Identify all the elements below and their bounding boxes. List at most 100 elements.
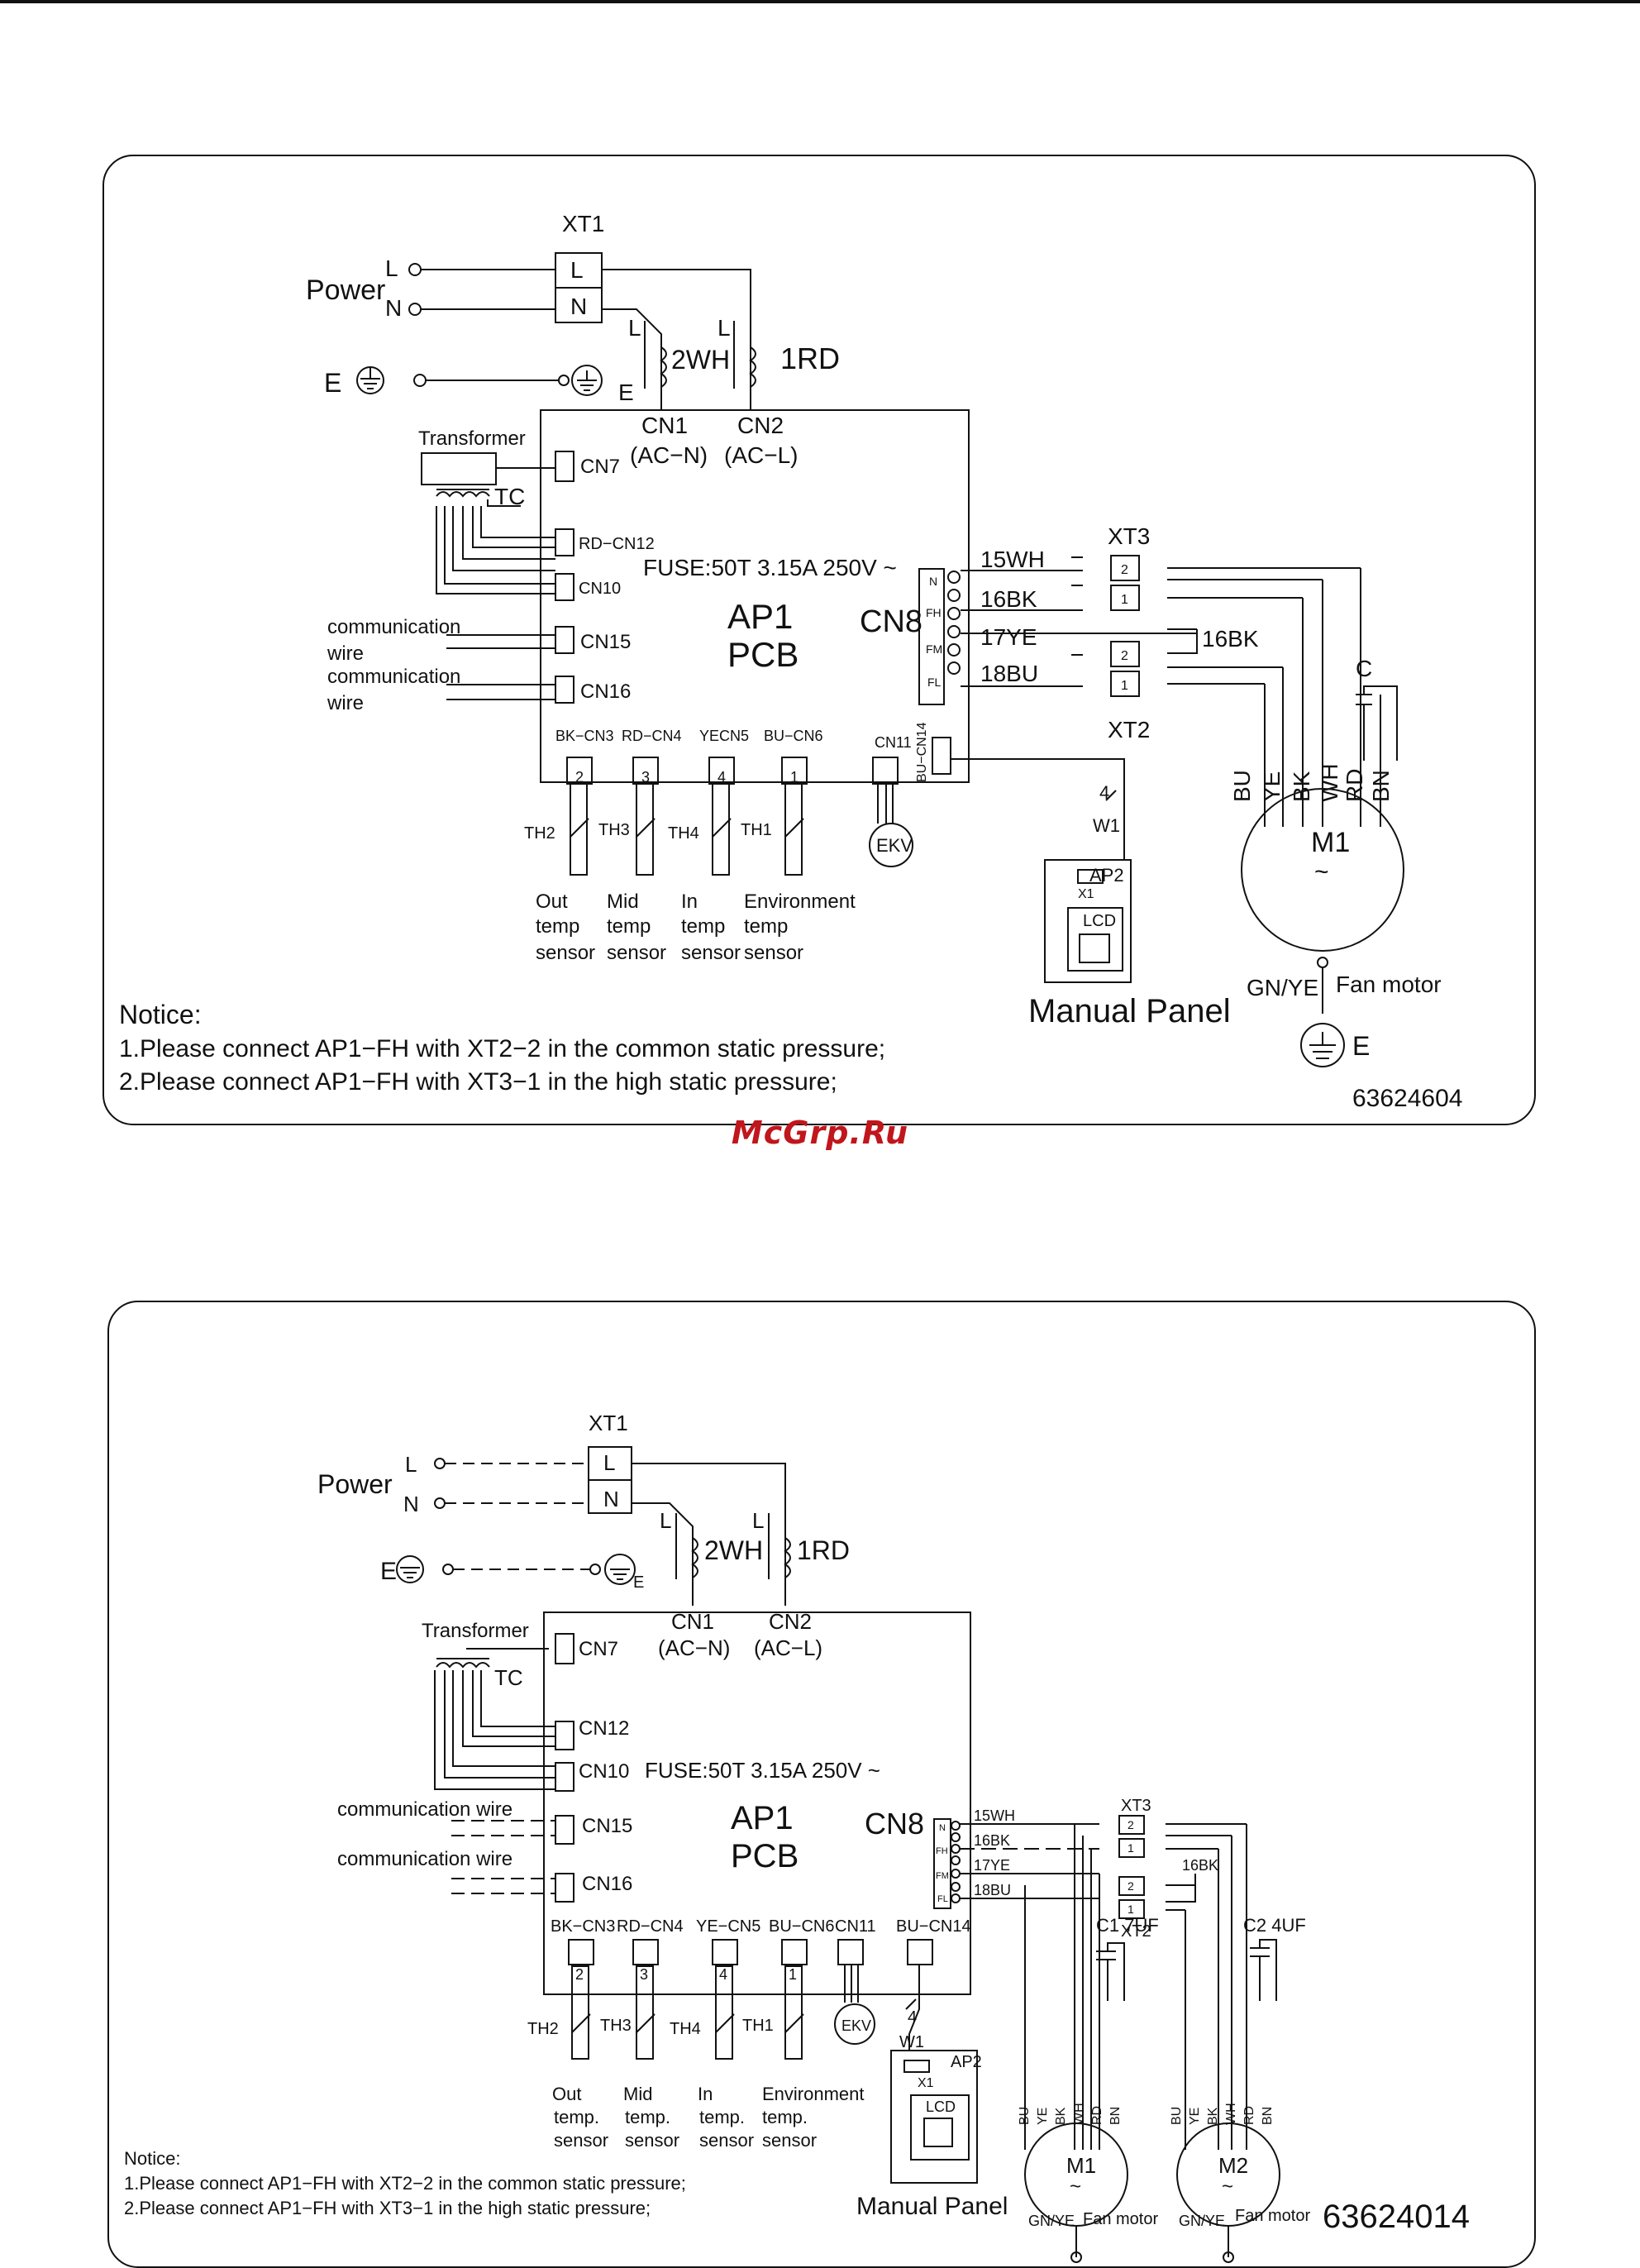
d2-notice: Notice: <box>124 2148 180 2169</box>
d2-in-2: temp. <box>699 2107 745 2127</box>
d1-pin-n: N <box>929 575 937 588</box>
d2-cn5: YE−CN5 <box>696 1917 760 1936</box>
d1-motor-bn: BN <box>1368 770 1394 802</box>
diagram-1-pcb-box <box>540 409 970 783</box>
d1-l-label: L <box>385 255 398 281</box>
d2-cn3: BK−CN3 <box>551 1917 615 1936</box>
d2-cn14: BU−CN14 <box>896 1917 971 1936</box>
d1-mid-3: sensor <box>607 942 666 964</box>
d1-pin1: 1 <box>790 769 799 785</box>
d2-cn2-sub: (AC−L) <box>754 1635 822 1660</box>
d1-gnye: GN/YE <box>1247 975 1318 1000</box>
d1-cn8: CN8 <box>860 604 922 639</box>
d1-cap-c: C <box>1356 656 1372 681</box>
d2-l-label: L <box>405 1452 417 1477</box>
d2-pin-fm: FM <box>936 1871 949 1881</box>
d1-cn4: RD−CN4 <box>622 728 682 744</box>
d2-m1-gnye: GN/YE <box>1028 2213 1075 2229</box>
d2-lcd: LCD <box>926 2098 956 2115</box>
d2-pin-n: N <box>939 1823 946 1833</box>
d1-cn11: CN11 <box>875 734 912 751</box>
d1-out-3: sensor <box>536 942 595 964</box>
d2-m1-ye: YE <box>1036 2108 1050 2125</box>
d1-env-3: sensor <box>744 942 803 964</box>
d2-code: 63624014 <box>1323 2199 1470 2235</box>
d2-cn15: CN15 <box>582 1815 632 1837</box>
d2-m2: M2 <box>1218 2153 1248 2178</box>
d2-ap2: AP2 <box>951 2053 982 2071</box>
d2-pin-fl: FL <box>937 1894 948 1904</box>
d2-out-1: Out <box>552 2084 581 2104</box>
d2-mid-2: temp. <box>625 2107 670 2127</box>
d1-motor-bu: BU <box>1229 770 1255 802</box>
d1-manual-panel: Manual Panel <box>1028 993 1231 1029</box>
d2-power-label: Power <box>317 1469 393 1499</box>
d1-transformer: Transformer <box>418 427 526 450</box>
d2-w15: 15WH <box>974 1807 1015 1824</box>
d1-xt1-label: XT1 <box>562 211 604 236</box>
d1-out-2: temp <box>536 915 579 938</box>
d2-pin2: 2 <box>575 1966 584 1983</box>
d2-wire-1rd: 1RD <box>797 1535 850 1565</box>
d2-xt1-n: N <box>603 1487 619 1511</box>
d2-x1: X1 <box>918 2076 934 2090</box>
d2-fuse: FUSE:50T 3.15A 250V ~ <box>645 1758 880 1783</box>
d1-comm2b: wire <box>327 692 364 714</box>
d1-w17: 17YE <box>980 624 1037 650</box>
d1-earth-label: E <box>324 368 341 398</box>
d2-transformer: Transformer <box>422 1620 529 1642</box>
d1-motor-e: E <box>1352 1031 1370 1061</box>
d1-ekv: EKV <box>876 835 913 856</box>
d2-mid-3: sensor <box>625 2130 679 2151</box>
d1-env-1: Environment <box>744 890 856 913</box>
d2-earth-label: E <box>380 1558 397 1585</box>
d1-w15: 15WH <box>980 547 1045 572</box>
d1-cn1-sub: (AC−N) <box>630 442 708 468</box>
d2-cn10: CN10 <box>579 1760 629 1783</box>
d2-th2: TH2 <box>527 2020 559 2038</box>
watermark: McGrp.Ru <box>731 1115 909 1151</box>
d1-xt3-2: 2 <box>1121 563 1128 577</box>
diagram-2-pcb-box <box>543 1611 971 1995</box>
wiring-diagram-1: XT1 Power L N L N L L 2WH 1RD E E CN1 (A… <box>102 155 1536 1125</box>
d1-mid-1: Mid <box>607 890 639 913</box>
d1-n-label: N <box>385 295 402 321</box>
d2-n-label: N <box>403 1492 419 1516</box>
d2-m2-bk: BK <box>1206 2107 1220 2125</box>
d1-fan-motor: Fan motor <box>1336 972 1442 997</box>
d2-m2-gnye: GN/YE <box>1179 2213 1225 2229</box>
d1-w1: W1 <box>1093 815 1120 836</box>
d1-xt2: XT2 <box>1108 717 1150 742</box>
d1-out-1: Out <box>536 890 568 913</box>
d1-motor-rd: RD <box>1342 769 1367 802</box>
d1-wire-l-a: L <box>628 315 641 341</box>
d2-manual-panel: Manual Panel <box>856 2193 1008 2220</box>
d2-cn8: CN8 <box>865 1807 924 1841</box>
d2-ap1: AP1 <box>731 1800 794 1836</box>
d2-m1-rd: RD <box>1090 2106 1104 2125</box>
d2-m1-wh: WH <box>1072 2103 1086 2125</box>
top-border-line <box>0 0 1640 3</box>
wiring-diagram-2: XT1 Power L N L N L L 2WH 1RD E E CN1 (A… <box>107 1301 1536 2268</box>
d1-w18: 18BU <box>980 661 1038 686</box>
d2-m1-bn: BN <box>1108 2107 1123 2125</box>
d1-pin-fm: FM <box>926 642 942 656</box>
d1-cn15: CN15 <box>580 631 631 653</box>
d2-ekv: EKV <box>841 2017 871 2034</box>
d2-pcb: PCB <box>731 1838 799 1874</box>
d1-in-3: sensor <box>681 942 741 964</box>
d1-xt1-n: N <box>570 294 587 319</box>
d2-cn6: BU−CN6 <box>769 1917 834 1936</box>
d2-note2: 2.Please connect AP1−FH with XT3−1 in th… <box>124 2198 651 2218</box>
d1-lcd: LCD <box>1083 912 1116 930</box>
d1-cn12: RD−CN12 <box>579 535 655 553</box>
d2-th1: TH1 <box>742 2017 774 2035</box>
d2-cn2: CN2 <box>769 1609 812 1634</box>
d2-m2-fan: Fan motor <box>1235 2207 1310 2225</box>
d2-m2-wh: WH <box>1224 2103 1238 2125</box>
d1-xt2-2: 2 <box>1121 649 1128 663</box>
d1-ap2: AP2 <box>1089 865 1124 886</box>
d1-th2: TH2 <box>524 824 555 843</box>
d2-m1-bu: BU <box>1018 2107 1032 2125</box>
d2-in-1: In <box>698 2084 713 2104</box>
